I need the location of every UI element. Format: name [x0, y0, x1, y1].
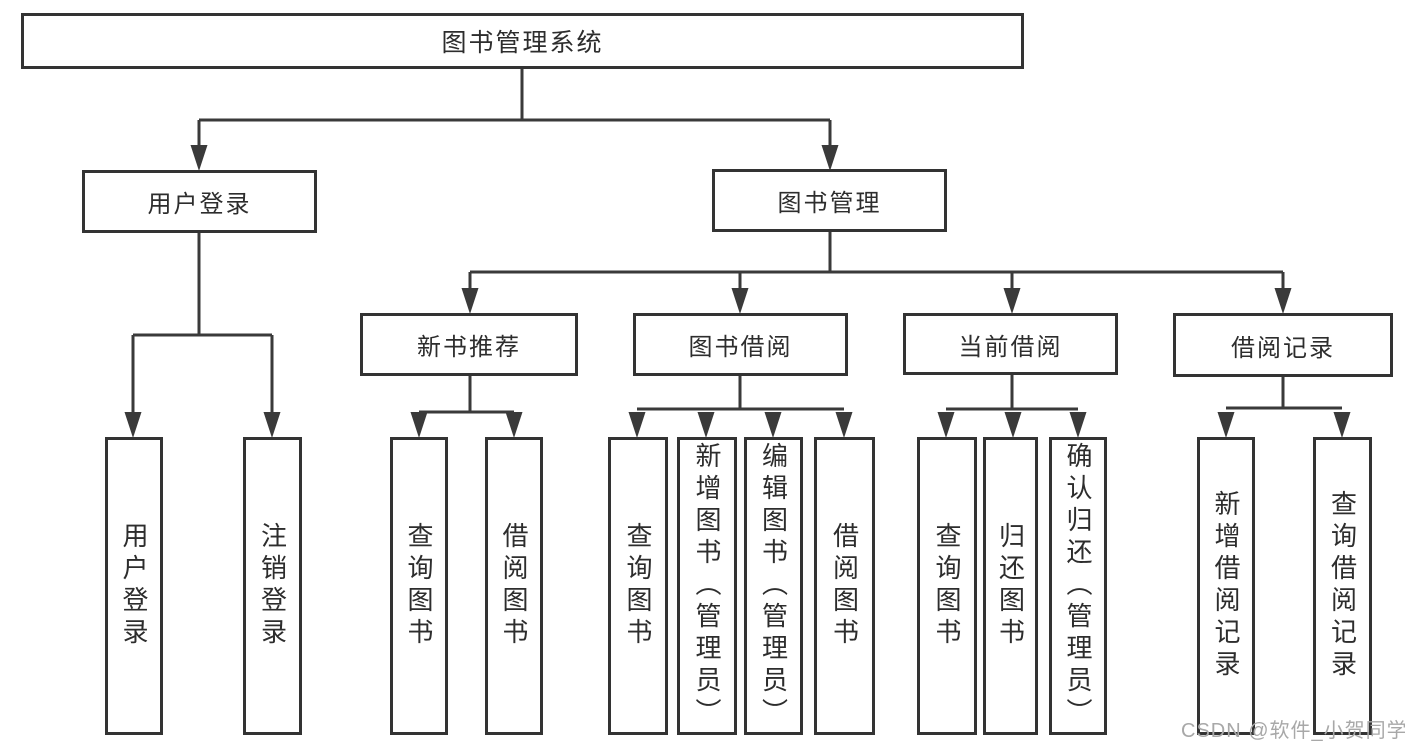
node-label: 查询图书: [623, 522, 653, 650]
node-label: 借阅记录: [1231, 334, 1335, 362]
node-library-system: 图书管理系统: [21, 13, 1024, 69]
node-borrowing-records: 借阅记录: [1173, 313, 1393, 377]
node-label: 图书管理: [777, 190, 882, 217]
node-label: 查询图书: [404, 522, 434, 650]
arrowhead: [461, 288, 479, 314]
leaf-user-login: 用户登录: [105, 437, 163, 735]
arrowhead: [937, 412, 955, 438]
arrowhead: [835, 412, 853, 438]
arrowhead: [1274, 288, 1292, 314]
node-label: 当前借阅: [958, 333, 1063, 361]
leaf-add-borrow-record: 新增借阅记录: [1197, 437, 1255, 735]
arrowhead: [1333, 412, 1351, 438]
node-label: 归还图书: [995, 522, 1026, 650]
node-label: 图书借阅: [688, 334, 793, 361]
arrowhead: [1217, 412, 1235, 438]
arrowhead: [821, 145, 839, 171]
arrowhead: [731, 288, 749, 314]
node-label: 编辑图书（管理员）: [758, 442, 789, 730]
node-label: 查询借阅记录: [1327, 490, 1358, 682]
node-label: 用户登录: [147, 191, 252, 218]
node-book-borrowing: 图书借阅: [633, 313, 848, 376]
node-label: 查询图书: [932, 522, 962, 650]
node-label: 借阅图书: [499, 522, 529, 650]
arrowhead: [410, 412, 428, 438]
leaf-query-borrow-record: 查询借阅记录: [1313, 437, 1372, 735]
leaf-confirm-return-admin: 确认归还（管理员）: [1049, 437, 1107, 735]
arrowhead: [1003, 288, 1021, 314]
arrowhead: [1004, 412, 1022, 438]
arrowhead: [764, 412, 782, 438]
arrowhead: [505, 412, 523, 438]
node-label: 注销登录: [257, 522, 288, 650]
node-label: 新增图书（管理员）: [692, 442, 722, 730]
csdn-watermark: CSDN @软件_小贺同学: [1181, 720, 1405, 742]
leaf-add-books-admin: 新增图书（管理员）: [677, 437, 737, 735]
arrowhead: [263, 412, 281, 438]
arrowhead: [190, 145, 208, 171]
leaf-logout: 注销登录: [243, 437, 302, 735]
leaf-query-books-borrowing: 查询图书: [608, 437, 668, 735]
node-user-login: 用户登录: [82, 170, 317, 233]
node-book-management: 图书管理: [712, 169, 947, 232]
node-label: 新增借阅记录: [1211, 490, 1241, 682]
node-label: 用户登录: [119, 522, 149, 650]
leaf-borrow-books-recommend: 借阅图书: [485, 437, 543, 735]
arrowhead: [628, 412, 646, 438]
leaf-borrow-books: 借阅图书: [814, 437, 875, 735]
leaf-query-books-current: 查询图书: [917, 437, 977, 735]
node-new-book-recommend: 新书推荐: [360, 313, 578, 376]
leaf-query-books-recommend: 查询图书: [390, 437, 448, 735]
node-current-borrowing: 当前借阅: [903, 313, 1118, 375]
node-label: 确认归还（管理员）: [1063, 442, 1093, 730]
node-label: 借阅图书: [829, 522, 860, 650]
node-label: 图书管理系统: [441, 29, 604, 57]
leaf-return-books: 归还图书: [983, 437, 1038, 735]
arrowhead: [124, 412, 142, 438]
arrowhead: [1069, 412, 1087, 438]
arrowheads: [124, 145, 1351, 438]
node-label: 新书推荐: [417, 334, 521, 361]
arrowhead: [697, 412, 715, 438]
leaf-edit-books-admin: 编辑图书（管理员）: [744, 437, 803, 735]
